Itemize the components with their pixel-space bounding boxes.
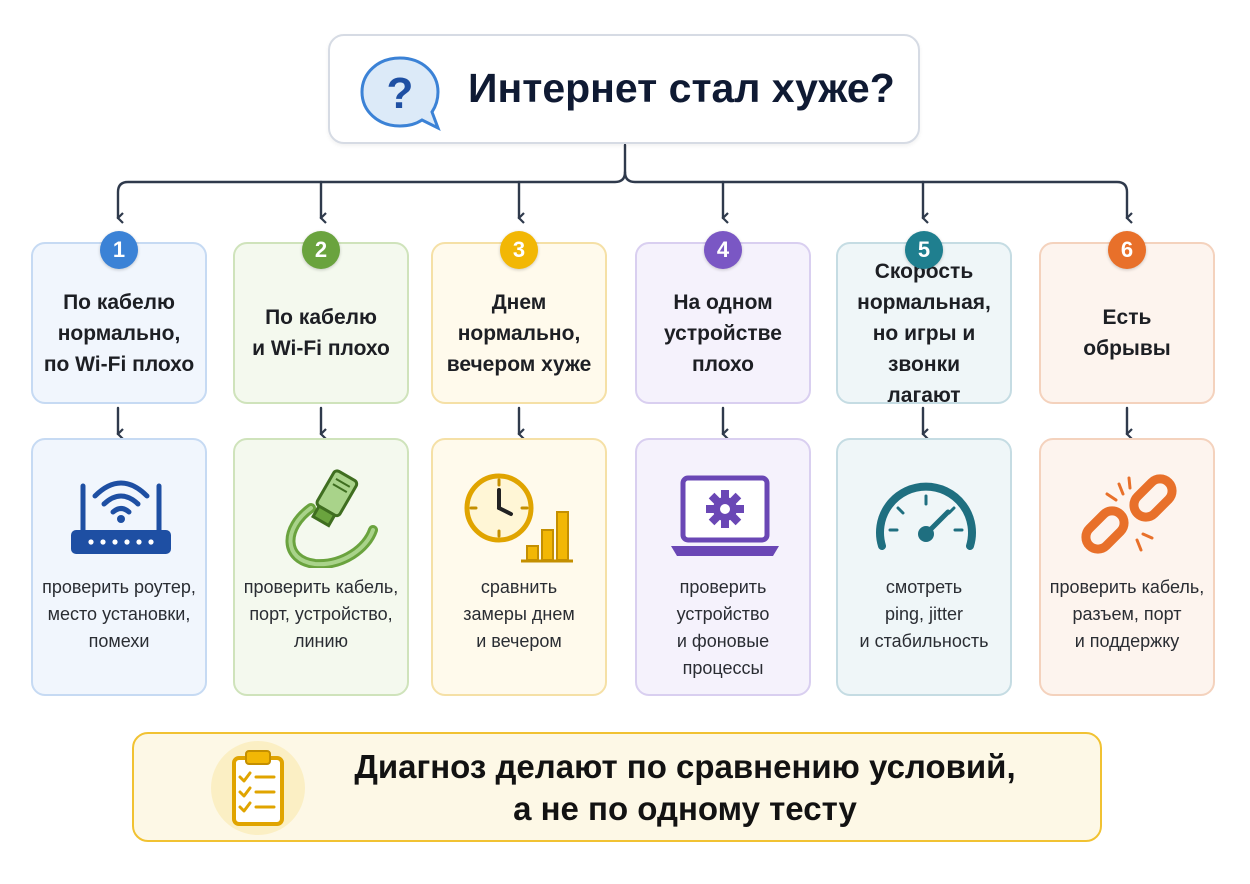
speedometer-icon: [876, 482, 976, 550]
action-card-1: проверить роутер, место установки, помех…: [31, 438, 207, 696]
step-badge-6: 6: [1108, 231, 1146, 269]
action-text: проверить роутер, место установки, помех…: [42, 577, 196, 651]
condition-card-1: По кабелю нормально, по Wi-Fi плохо: [31, 242, 207, 404]
clipboard-checklist-icon: [211, 741, 305, 835]
condition-card-6: Есть обрывы: [1039, 242, 1215, 404]
laptop-gear-icon: [671, 475, 779, 556]
condition-label: На одном устройстве плохо: [664, 290, 782, 376]
step-badge-2: 2: [302, 231, 340, 269]
action-card-6: проверить кабель, разъем, порт и поддерж…: [1039, 438, 1215, 696]
condition-label: Скорость нормальная, но игры и звонки ла…: [857, 259, 991, 407]
action-card-3: сравнить замеры днем и вечером: [431, 438, 607, 696]
page-title: Интернет стал хуже?: [468, 65, 895, 111]
action-text: смотреть ping, jitter и стабильность: [859, 577, 989, 651]
ethernet-cable-icon: [285, 469, 378, 568]
condition-label: Есть обрывы: [1083, 306, 1171, 360]
step-badge-1: 1: [100, 231, 138, 269]
condition-card-5: Скорость нормальная, но игры и звонки ла…: [836, 242, 1012, 407]
action-text: проверить устройство и фоновые процессы: [676, 577, 770, 678]
condition-card-4: На одном устройстве плохо: [635, 242, 811, 404]
condition-card-2: По кабелю и Wi-Fi плохо: [233, 242, 409, 404]
condition-label: По кабелю нормально, по Wi-Fi плохо: [43, 290, 195, 376]
title-box: ? Интернет стал хуже?: [328, 34, 920, 144]
action-card-5: смотреть ping, jitter и стабильность: [836, 438, 1012, 696]
broken-chain-link-icon: [1081, 474, 1177, 554]
wifi-router-icon: [71, 480, 171, 554]
action-text: проверить кабель, порт, устройство, лини…: [243, 577, 399, 651]
action-card-4: проверить устройство и фоновые процессы: [635, 438, 811, 696]
conclusion-banner: Диагноз делают по сравнению условий, а н…: [132, 732, 1102, 842]
action-text: сравнить замеры днем и вечером: [463, 577, 575, 651]
svg-text:?: ?: [387, 69, 414, 118]
action-text: проверить кабель, разъем, порт и поддерж…: [1049, 577, 1205, 651]
question-bubble-icon: ?: [360, 56, 441, 132]
condition-label: Днем нормально, вечером хуже: [446, 290, 592, 376]
step-badge-4: 4: [704, 231, 742, 269]
condition-label: По кабелю и Wi-Fi плохо: [252, 306, 390, 360]
action-card-2: проверить кабель, порт, устройство, лини…: [233, 438, 409, 696]
condition-card-3: Днем нормально, вечером хуже: [431, 242, 607, 404]
step-badge-3: 3: [500, 231, 538, 269]
step-badge-5: 5: [905, 231, 943, 269]
clock-bar-chart-icon: [464, 473, 573, 563]
conclusion-text: Диагноз делают по сравнению условий, а н…: [354, 748, 1016, 827]
